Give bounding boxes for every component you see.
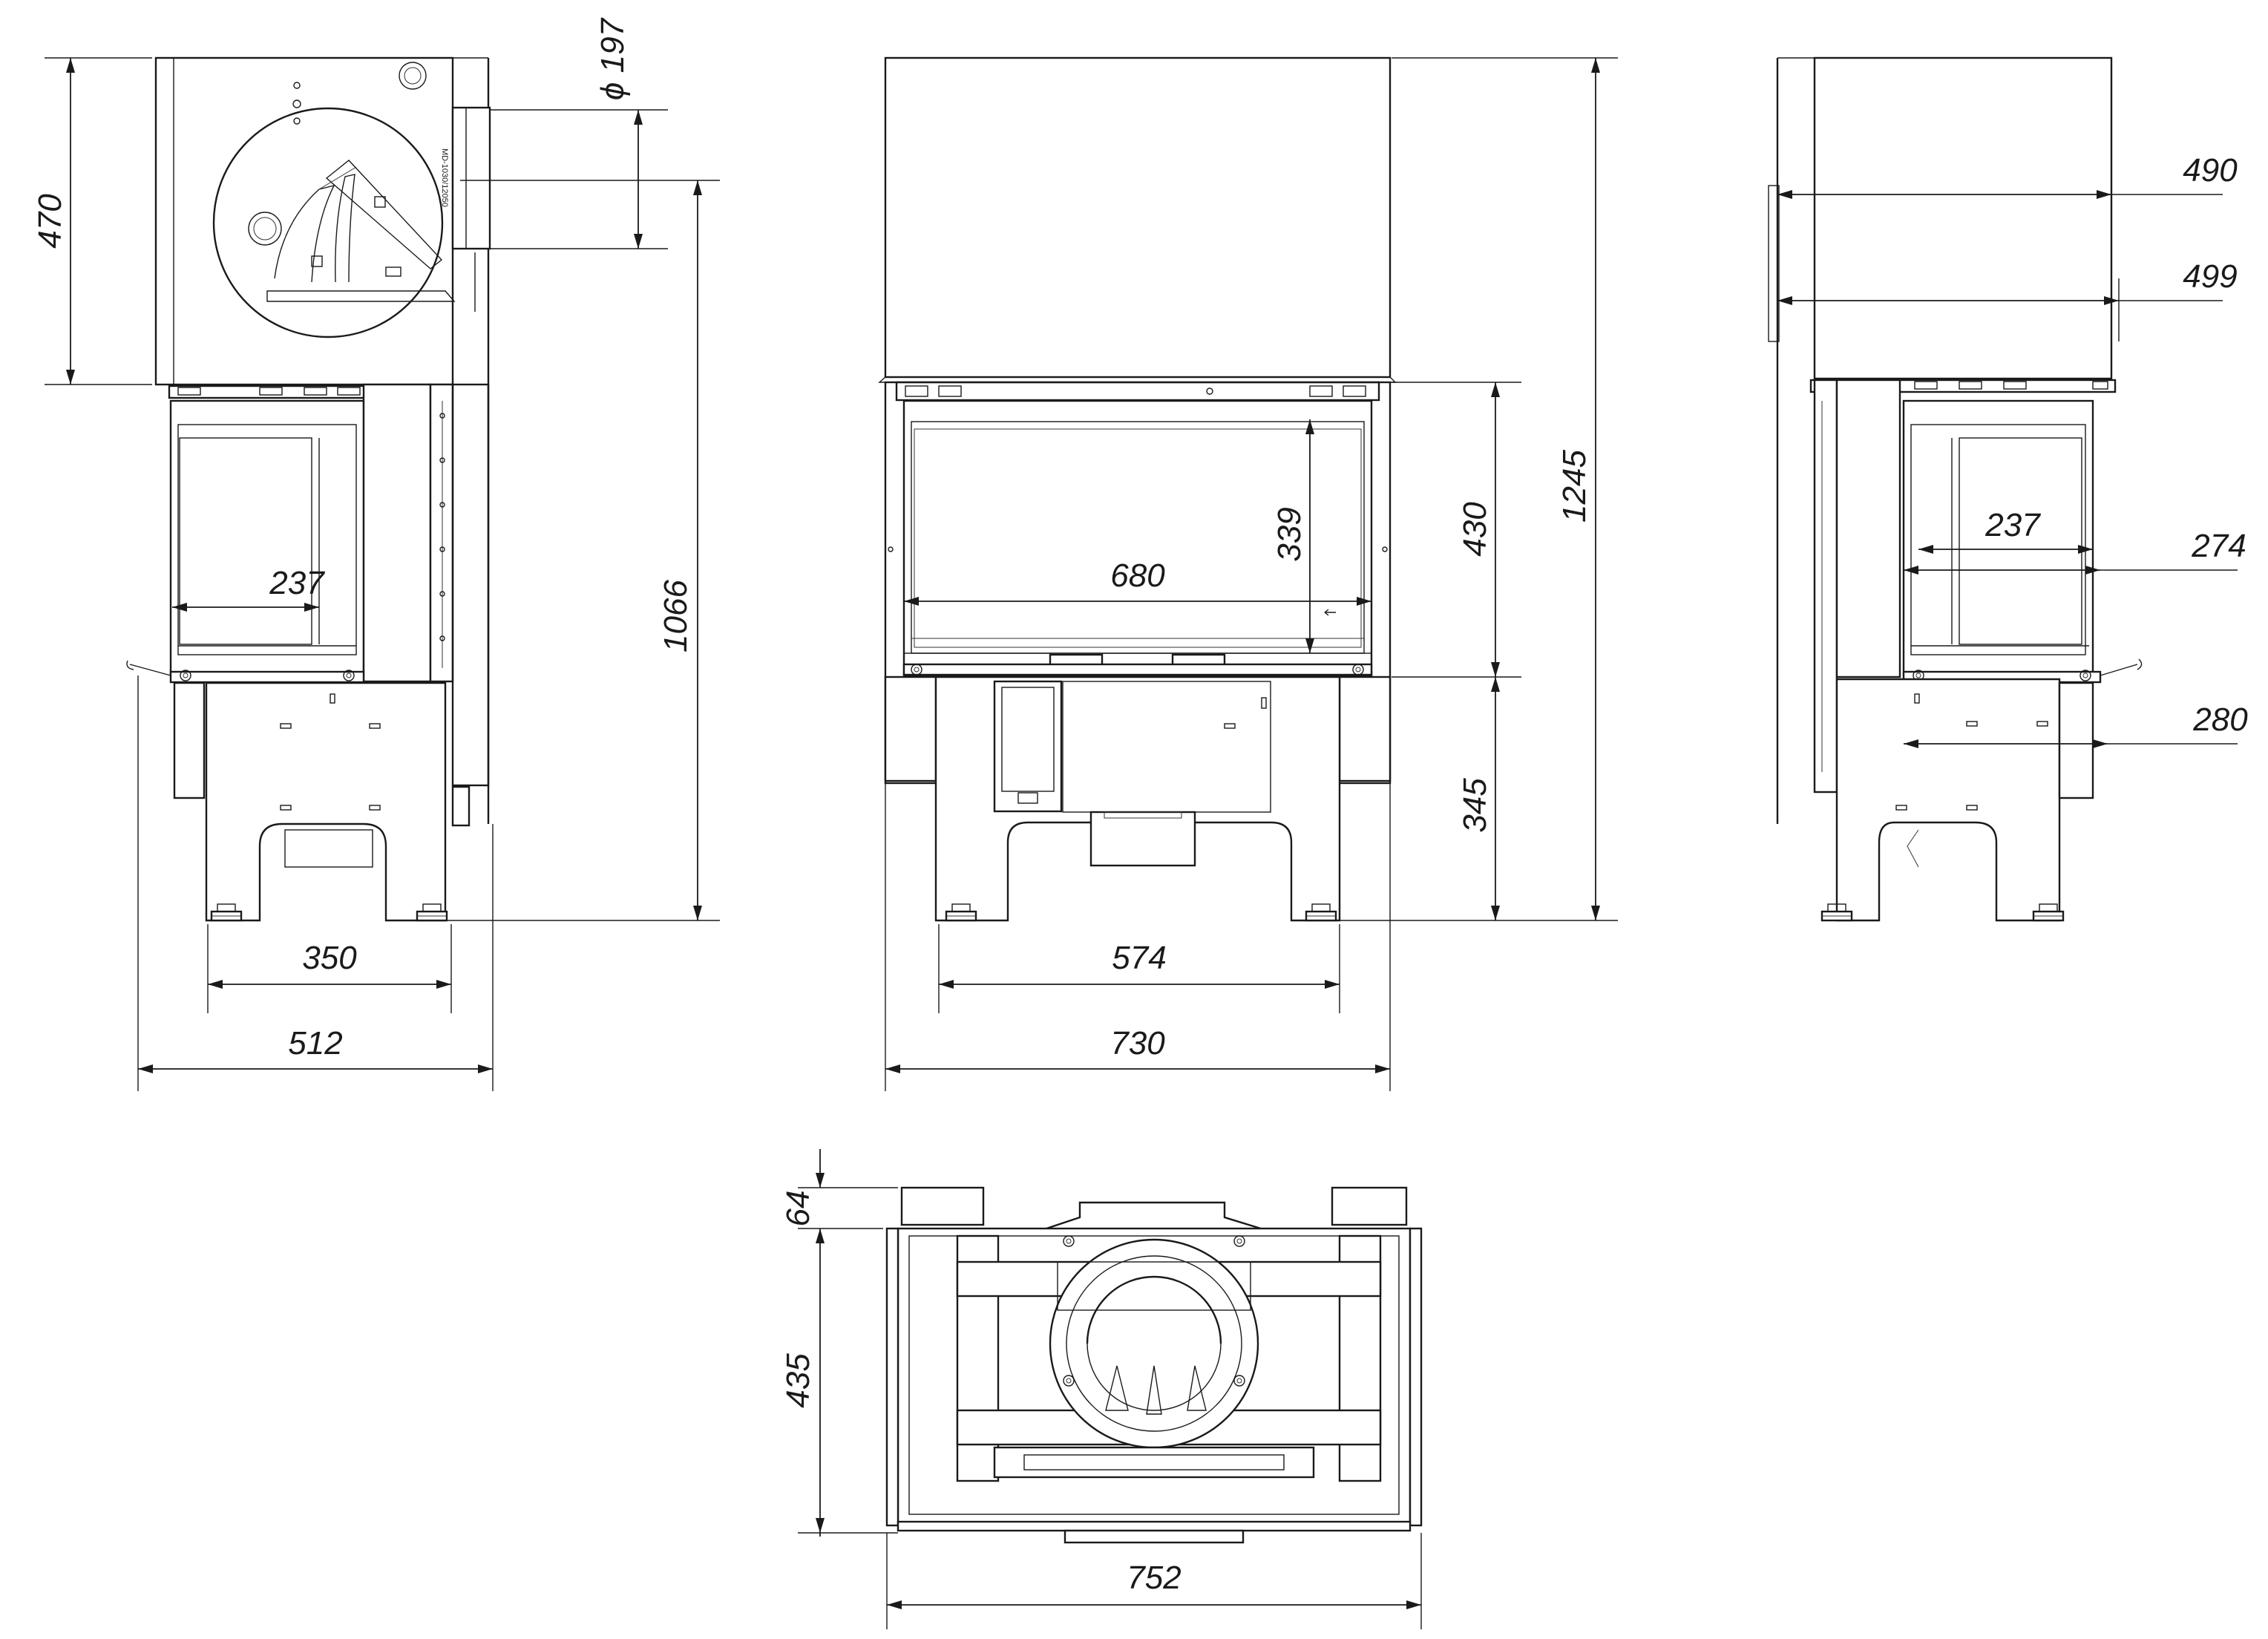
dim-front-base-width: 574 — [1112, 940, 1166, 976]
dim-right-firebox-width: 237 — [1984, 507, 2041, 543]
dim-right-depth-outer: 499 — [2183, 258, 2237, 295]
dim-front-overall-width: 730 — [1110, 1025, 1165, 1061]
dim-front-door-height: 430 — [1457, 502, 1493, 557]
dim-front-total-height: 1245 — [1556, 450, 1593, 523]
dim-top-depth: 435 — [780, 1353, 816, 1408]
top-view — [885, 1186, 1423, 1544]
dim-front-base-height: 345 — [1457, 778, 1493, 833]
dim-right-depth-top: 490 — [2183, 152, 2238, 189]
dim-front-glass-height: 339 — [1271, 507, 1308, 561]
dim-right-base-depth: 280 — [2192, 701, 2248, 738]
dim-top-width: 752 — [1127, 1560, 1181, 1596]
model-stamp-label: MD-1030/12050 — [440, 148, 449, 207]
dim-left-overall-width: 512 — [288, 1025, 342, 1061]
dim-right-firebox-outer: 274 — [2191, 528, 2246, 564]
left-side-view: MD-1030/12050 — [126, 56, 491, 922]
front-view — [878, 56, 1397, 922]
dim-flue-diameter: ϕ 197 — [594, 17, 631, 100]
dim-front-glass-width: 680 — [1110, 557, 1165, 594]
dimension-lines: 470 ϕ 197 237 1066 350 512 339 — [32, 17, 2248, 1629]
right-side-view — [1768, 56, 2143, 922]
dim-left-base-width: 350 — [302, 940, 357, 976]
detail-magnifier-circle — [212, 107, 444, 338]
dim-left-total-height: 1066 — [658, 580, 694, 652]
dim-left-upper-height: 470 — [32, 194, 68, 249]
dim-top-offset: 64 — [780, 1191, 816, 1227]
dim-left-firebox-width: 237 — [269, 565, 325, 601]
